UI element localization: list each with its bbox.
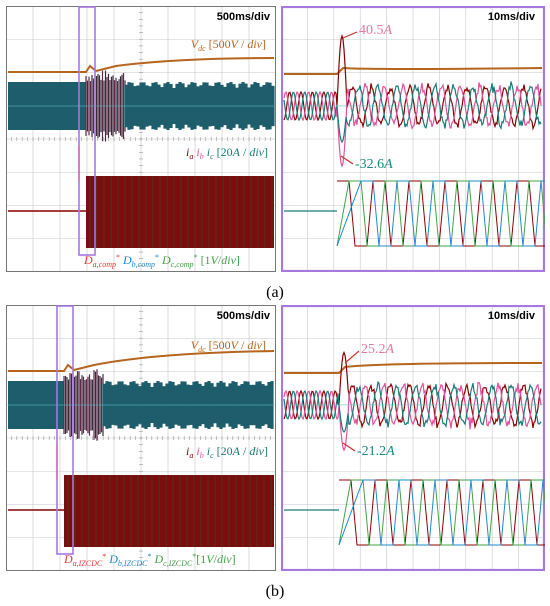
phase-current-c: [283, 81, 542, 144]
phase-current-c: [283, 380, 542, 433]
duty-block: [64, 475, 274, 547]
arrow-trough: [340, 155, 354, 165]
annotation-peak: 40.5A: [359, 23, 393, 38]
highlight-box: [56, 305, 74, 555]
timebase-label: 10ms/div: [488, 310, 536, 322]
annotation-peak: 25.2A: [361, 342, 395, 357]
timebase-label: 500ms/div: [217, 310, 271, 322]
highlight-box: [78, 6, 96, 256]
vdc-trace: [8, 350, 275, 372]
duty-wave-b: [336, 180, 545, 247]
timebase-label: 10ms/div: [488, 11, 536, 23]
duty-label: Da,IZCDC* Db,IZCDC* Dc,IZCDC*[1V/div]: [63, 552, 236, 568]
duty-block-bg: [64, 475, 274, 547]
vdc-trace: [8, 57, 275, 73]
panel-a-right: 10ms/div 40.5A -32.6A: [281, 6, 545, 272]
arrow-trough: [342, 442, 356, 452]
duty-wave-b: [338, 479, 545, 546]
panel-b-right: 10ms/div 25.2A -21.2A: [281, 305, 545, 571]
arrow-peak: [344, 350, 360, 364]
timebase-label: 500ms/div: [217, 11, 271, 23]
current-label: ia ib ic [20A / div]: [186, 444, 268, 460]
arrow-peak: [342, 31, 358, 39]
current-label: ia ib ic [20A / div]: [186, 145, 268, 161]
annotation-trough: -21.2A: [357, 444, 395, 459]
caption-b: (b): [265, 583, 285, 600]
vdc-label: Vdc [500V / div]: [191, 338, 266, 354]
duty-wave-c: [336, 180, 545, 247]
vdc-label: Vdc [500V / div]: [191, 37, 266, 53]
duty-wave-c: [338, 479, 545, 546]
duty-block-bg: [86, 176, 274, 248]
phase-current-b: [283, 381, 542, 452]
duty-label: Da,comp* Db,comp* Dc,comp* [1V/div]: [83, 253, 240, 269]
annotation-trough: -32.6A: [355, 157, 393, 172]
vdc-trace: [284, 66, 543, 75]
caption-a: (a): [266, 284, 284, 301]
duty-block: [86, 176, 274, 248]
phase-current-b: [283, 82, 542, 168]
